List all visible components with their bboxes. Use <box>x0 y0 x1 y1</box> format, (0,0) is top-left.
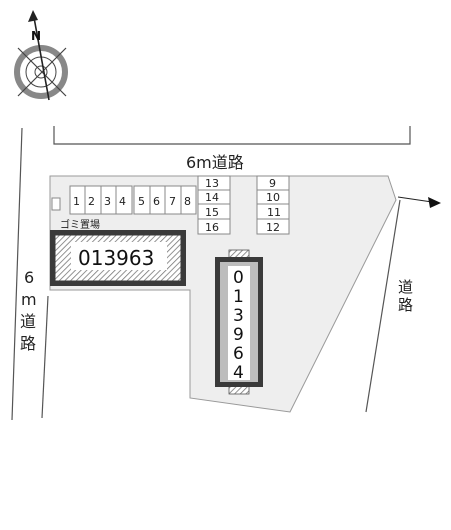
right-road-edge <box>365 199 401 413</box>
parking-space-11: 11 <box>267 206 281 219</box>
svg-text:路: 路 <box>398 296 413 314</box>
right-road-label: 道 路 <box>398 278 413 314</box>
stairs-bottom-icon <box>228 385 250 395</box>
parking-space-4: 4 <box>119 195 126 208</box>
compass-ring <box>14 45 68 99</box>
building-013964: 0 1 3 9 6 4 <box>215 249 263 395</box>
parking-space-6: 6 <box>153 195 160 208</box>
parking-space-16: 16 <box>205 221 219 234</box>
north-arrowhead-icon <box>428 197 441 208</box>
parking-right-column <box>256 175 290 235</box>
parking-space-8: 8 <box>184 195 191 208</box>
compass: N <box>14 10 68 101</box>
svg-text:6: 6 <box>24 268 34 287</box>
north-arrow-icon <box>28 10 38 22</box>
left-road-edge <box>11 127 23 421</box>
building-013963-label: 013963 <box>78 246 154 270</box>
svg-text:道: 道 <box>20 312 36 331</box>
stairs-top-icon <box>228 249 250 259</box>
parking-space-2: 2 <box>88 195 95 208</box>
parking-space-7: 7 <box>169 195 176 208</box>
parking-space-3: 3 <box>104 195 111 208</box>
parking-space-15: 15 <box>205 206 219 219</box>
parking-space-9: 9 <box>269 177 276 190</box>
top-road-edge <box>53 126 411 145</box>
garbage-area-label: ゴミ置場 <box>60 218 100 231</box>
parking-space-10: 10 <box>266 191 280 204</box>
svg-text:路: 路 <box>20 334 36 353</box>
building-013964-char-1: 1 <box>233 287 244 307</box>
north-direction-arrow <box>397 196 433 203</box>
svg-text:道: 道 <box>398 278 413 296</box>
building-013964-char-4: 6 <box>233 344 244 364</box>
parking-space-14: 14 <box>205 191 219 204</box>
building-013964-char-0: 0 <box>233 268 244 288</box>
parking-space-1: 1 <box>73 195 80 208</box>
building-013964-char-2: 3 <box>233 306 244 326</box>
building-013963: 013963 <box>50 230 186 286</box>
parking-space-12: 12 <box>266 221 280 234</box>
parking-space-5: 5 <box>138 195 145 208</box>
building-013964-char-5: 4 <box>233 363 244 383</box>
compass-north-label: N <box>31 29 41 43</box>
top-road-label: 6m道路 <box>186 153 244 172</box>
building-013964-char-3: 9 <box>233 325 244 345</box>
parking-space-13: 13 <box>205 177 219 190</box>
svg-text:m: m <box>21 290 37 309</box>
compass-needle <box>32 11 50 101</box>
parking-middle-column <box>197 175 231 235</box>
left-road-label: 6 m 道 路 <box>20 268 37 353</box>
garbage-area-box <box>51 197 61 211</box>
